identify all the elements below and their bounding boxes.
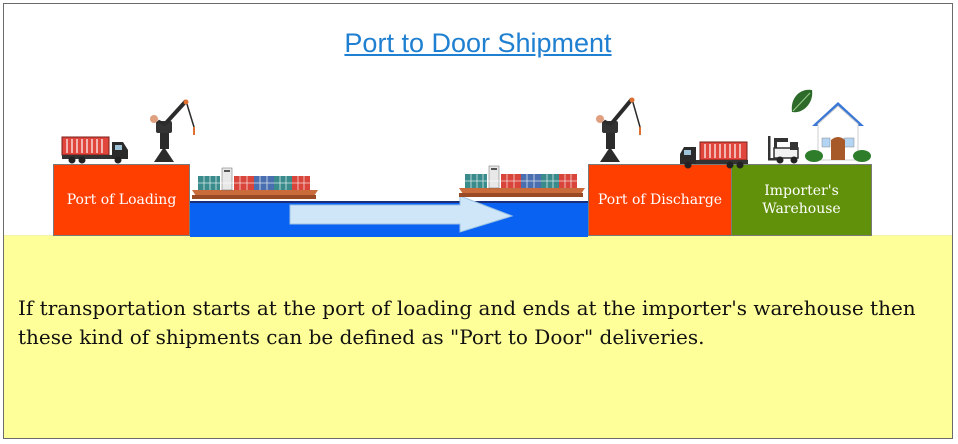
crane-icon — [596, 98, 640, 163]
crane-icon — [150, 100, 194, 163]
description-text: If transportation starts at the port of … — [18, 294, 938, 352]
truck-icon — [680, 142, 748, 169]
leaf-icon — [792, 90, 813, 112]
forklift-icon — [768, 136, 798, 164]
container-ship-icon — [192, 168, 318, 199]
diagram-frame: Port to Door Shipment Port of Loading Po… — [3, 3, 953, 439]
house-icon — [805, 102, 871, 162]
container-ship-icon — [459, 166, 585, 197]
flow-arrow-icon — [290, 196, 512, 232]
illustrations — [4, 4, 953, 439]
truck-icon — [62, 137, 128, 164]
